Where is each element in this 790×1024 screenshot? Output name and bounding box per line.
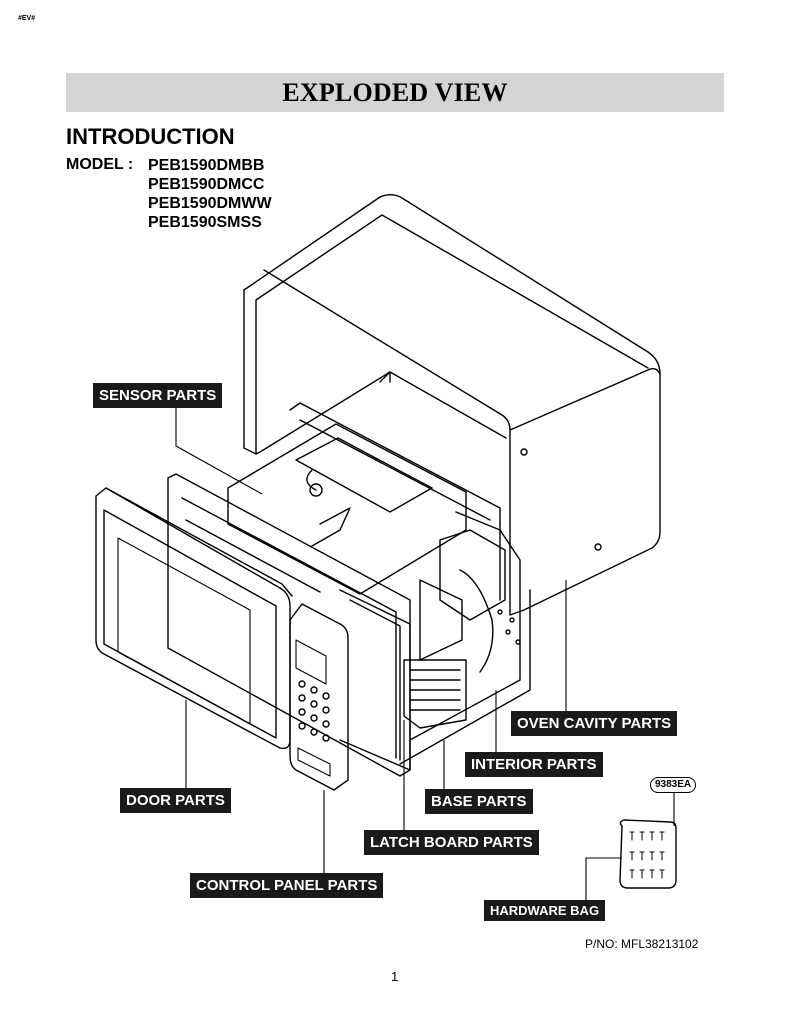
- label-hardware-bag: HARDWARE BAG: [484, 900, 606, 921]
- model-item: PEB1590DMBB: [148, 157, 265, 174]
- front-plate: [167, 473, 411, 777]
- title-banner: EXPLODED VIEW: [66, 73, 724, 112]
- control-panel: [289, 603, 349, 791]
- label-oven-cavity-parts: OVEN CAVITY PARTS: [511, 711, 678, 736]
- page-title: EXPLODED VIEW: [282, 77, 508, 107]
- model-item: PEB1590DMCC: [148, 176, 265, 193]
- label-sensor-parts: SENSOR PARTS: [93, 383, 223, 408]
- outer-cabinet: [243, 194, 661, 616]
- model-item: PEB1590DMWW: [148, 195, 272, 212]
- door-assembly: [95, 487, 293, 750]
- model-list: PEB1590DMBB PEB1590DMCC PEB1590DMWW PEB1…: [148, 156, 272, 232]
- label-door-parts: DOOR PARTS: [120, 788, 231, 813]
- label-interior-parts: INTERIOR PARTS: [465, 752, 603, 777]
- hardware-code-badge: 9383EA: [650, 777, 697, 793]
- document-code: #EV#: [18, 15, 36, 22]
- hardware-bag-illustration: [619, 819, 677, 889]
- model-label: MODEL :: [66, 156, 134, 173]
- oven-cavity: [227, 402, 531, 771]
- label-control-panel-parts: CONTROL PANEL PARTS: [190, 873, 384, 898]
- label-base-parts: BASE PARTS: [425, 789, 533, 814]
- leader-lines: [175, 406, 675, 900]
- model-item: PEB1590SMSS: [148, 214, 262, 231]
- page-number: 1: [391, 969, 399, 984]
- section-heading: INTRODUCTION: [66, 124, 235, 149]
- label-latch-board-parts: LATCH BOARD PARTS: [364, 830, 539, 855]
- part-number: P/NO: MFL38213102: [585, 937, 699, 951]
